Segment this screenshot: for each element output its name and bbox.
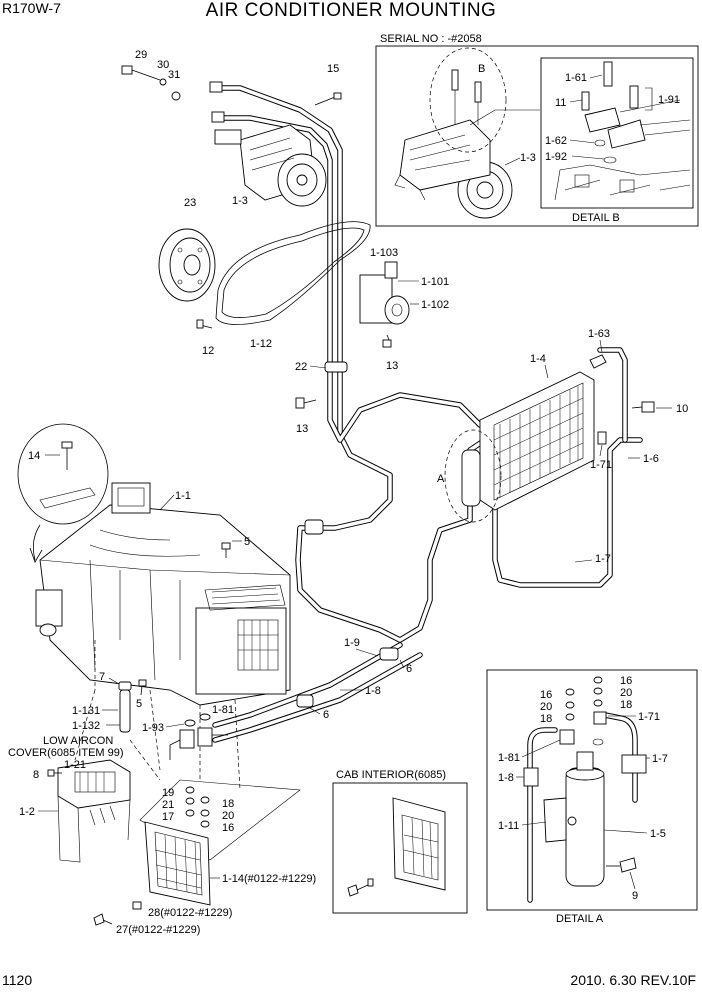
callout-6a: 6 <box>406 663 412 675</box>
detail-a-label-1-5: 1-5 <box>650 828 666 840</box>
callout-1-71: 1-71 <box>590 459 612 471</box>
date-revision: 2010. 6.30 REV.10F <box>570 972 696 988</box>
drive-belt <box>215 221 371 325</box>
detail-a-label-1-7: 1-7 <box>652 753 668 765</box>
callout-1-9: 1-9 <box>344 637 360 649</box>
detail-a-label-20-left: 20 <box>540 701 552 713</box>
callout-1-6: 1-6 <box>643 453 659 465</box>
model-code: R170W-7 <box>2 0 61 16</box>
callout-5a: 5 <box>244 536 250 548</box>
bolt-10 <box>641 401 655 413</box>
detail-a-label-9: 9 <box>632 890 638 902</box>
callout-1-7: 1-7 <box>595 553 611 565</box>
callout-31: 31 <box>168 69 180 81</box>
callout-1-101: 1-101 <box>421 276 449 288</box>
detail-b-label-1-62: 1-62 <box>545 135 567 147</box>
detail-a-label-1-81: 1-81 <box>498 752 520 764</box>
detail-a-label-1-71: 1-71 <box>638 711 660 723</box>
refrigerant-pipes <box>212 85 643 743</box>
detail-a-label-16-left: 16 <box>540 689 552 701</box>
callout-1-132: 1-132 <box>72 720 100 732</box>
cab-interior-inset: CAB INTERIOR(6085) <box>332 769 468 914</box>
callout-1-103: 1-103 <box>370 247 398 259</box>
detail-b-label-11: 11 <box>555 97 566 109</box>
detail-b-label-1-61: 1-61 <box>565 72 587 84</box>
callout-29: 29 <box>135 49 147 61</box>
callout-1-131: 1-131 <box>72 705 100 717</box>
callout-1-21: 1-21 <box>64 759 86 771</box>
bolt-13 <box>295 397 305 409</box>
detail-a-label-18-left: 18 <box>540 713 552 725</box>
callout-1-93: 1-93 <box>142 722 164 734</box>
note-low-aircon-2: COVER(6085 ITEM 99) <box>8 747 124 759</box>
detail-a-label-20-right: 20 <box>620 687 632 699</box>
pulley <box>158 228 216 329</box>
detail-a-label-1-8: 1-8 <box>498 772 514 784</box>
callout-22: 22 <box>295 361 307 373</box>
hvac-unit <box>35 482 291 706</box>
detail-14-circle <box>17 423 109 525</box>
detail-a-label-18-right: 18 <box>620 699 632 711</box>
control-panel <box>47 759 131 863</box>
callout-16: 16 <box>222 822 234 834</box>
serial-inset-title: SERIAL NO : -#2058 <box>380 33 482 45</box>
callout-7: 7 <box>99 671 105 683</box>
belt-tensioner <box>359 261 410 348</box>
callout-8: 8 <box>33 769 39 781</box>
callout-1-2: 1-2 <box>19 806 35 818</box>
callout-10: 10 <box>676 403 688 415</box>
callout-1-8: 1-8 <box>365 685 381 697</box>
callout-13b: 13 <box>296 423 308 435</box>
detail-b-title: DETAIL B <box>572 212 620 224</box>
callout-30: 30 <box>157 59 169 71</box>
compressor <box>121 65 342 207</box>
detail-b-label-1-92: 1-92 <box>545 151 567 163</box>
callout-1-14: 1-14(#0122-#1229) <box>222 873 316 885</box>
callout-15: 15 <box>327 63 339 75</box>
callout-1-12: 1-12 <box>250 338 272 350</box>
detail-a-label-16-right: 16 <box>620 675 632 687</box>
detail-b-label-1-91: 1-91 <box>658 94 680 106</box>
callout-1-1: 1-1 <box>175 490 191 502</box>
note-low-aircon-1: LOW AIRCON <box>43 735 113 747</box>
callout-6b: 6 <box>323 709 329 721</box>
callout-1-63: 1-63 <box>588 328 610 340</box>
callout-27: 27(#0122-#1229) <box>116 924 200 936</box>
callout-1-3: 1-3 <box>232 195 248 207</box>
serial-label-1-3: 1-3 <box>520 152 536 164</box>
page-title: AIR CONDITIONER MOUNTING <box>205 0 497 21</box>
callout-28: 28(#0122-#1229) <box>148 907 232 919</box>
condenser <box>479 354 607 511</box>
callout-23: 23 <box>184 197 196 209</box>
air-grille <box>144 821 211 906</box>
callout-19: 19 <box>162 787 174 799</box>
page-number: 1120 <box>2 972 33 988</box>
detail-a-label-1-11: 1-11 <box>498 820 519 832</box>
detail-a-inset: DETAIL A <box>486 669 698 925</box>
cab-interior-title: CAB INTERIOR(6085) <box>336 769 446 781</box>
callout-1-4: 1-4 <box>530 353 546 365</box>
detail-a-marker-circle <box>444 429 502 523</box>
marker-a: A <box>437 473 445 485</box>
callout-20: 20 <box>222 810 234 822</box>
serial-inset: SERIAL NO : -#2058 B 1-3 DETAIL B 1-61 1… <box>375 33 699 227</box>
callout-1-81: 1-81 <box>212 704 234 716</box>
callout-17: 17 <box>162 811 174 823</box>
callout-21: 21 <box>162 799 174 811</box>
inset-b-marker: B <box>478 63 485 75</box>
callout-18: 18 <box>222 798 234 810</box>
callout-14: 14 <box>28 450 40 462</box>
callout-5b: 5 <box>136 698 142 710</box>
callout-12: 12 <box>202 345 214 357</box>
callout-13a: 13 <box>386 360 398 372</box>
callout-1-102: 1-102 <box>421 299 449 311</box>
detail-a-title: DETAIL A <box>556 913 604 925</box>
